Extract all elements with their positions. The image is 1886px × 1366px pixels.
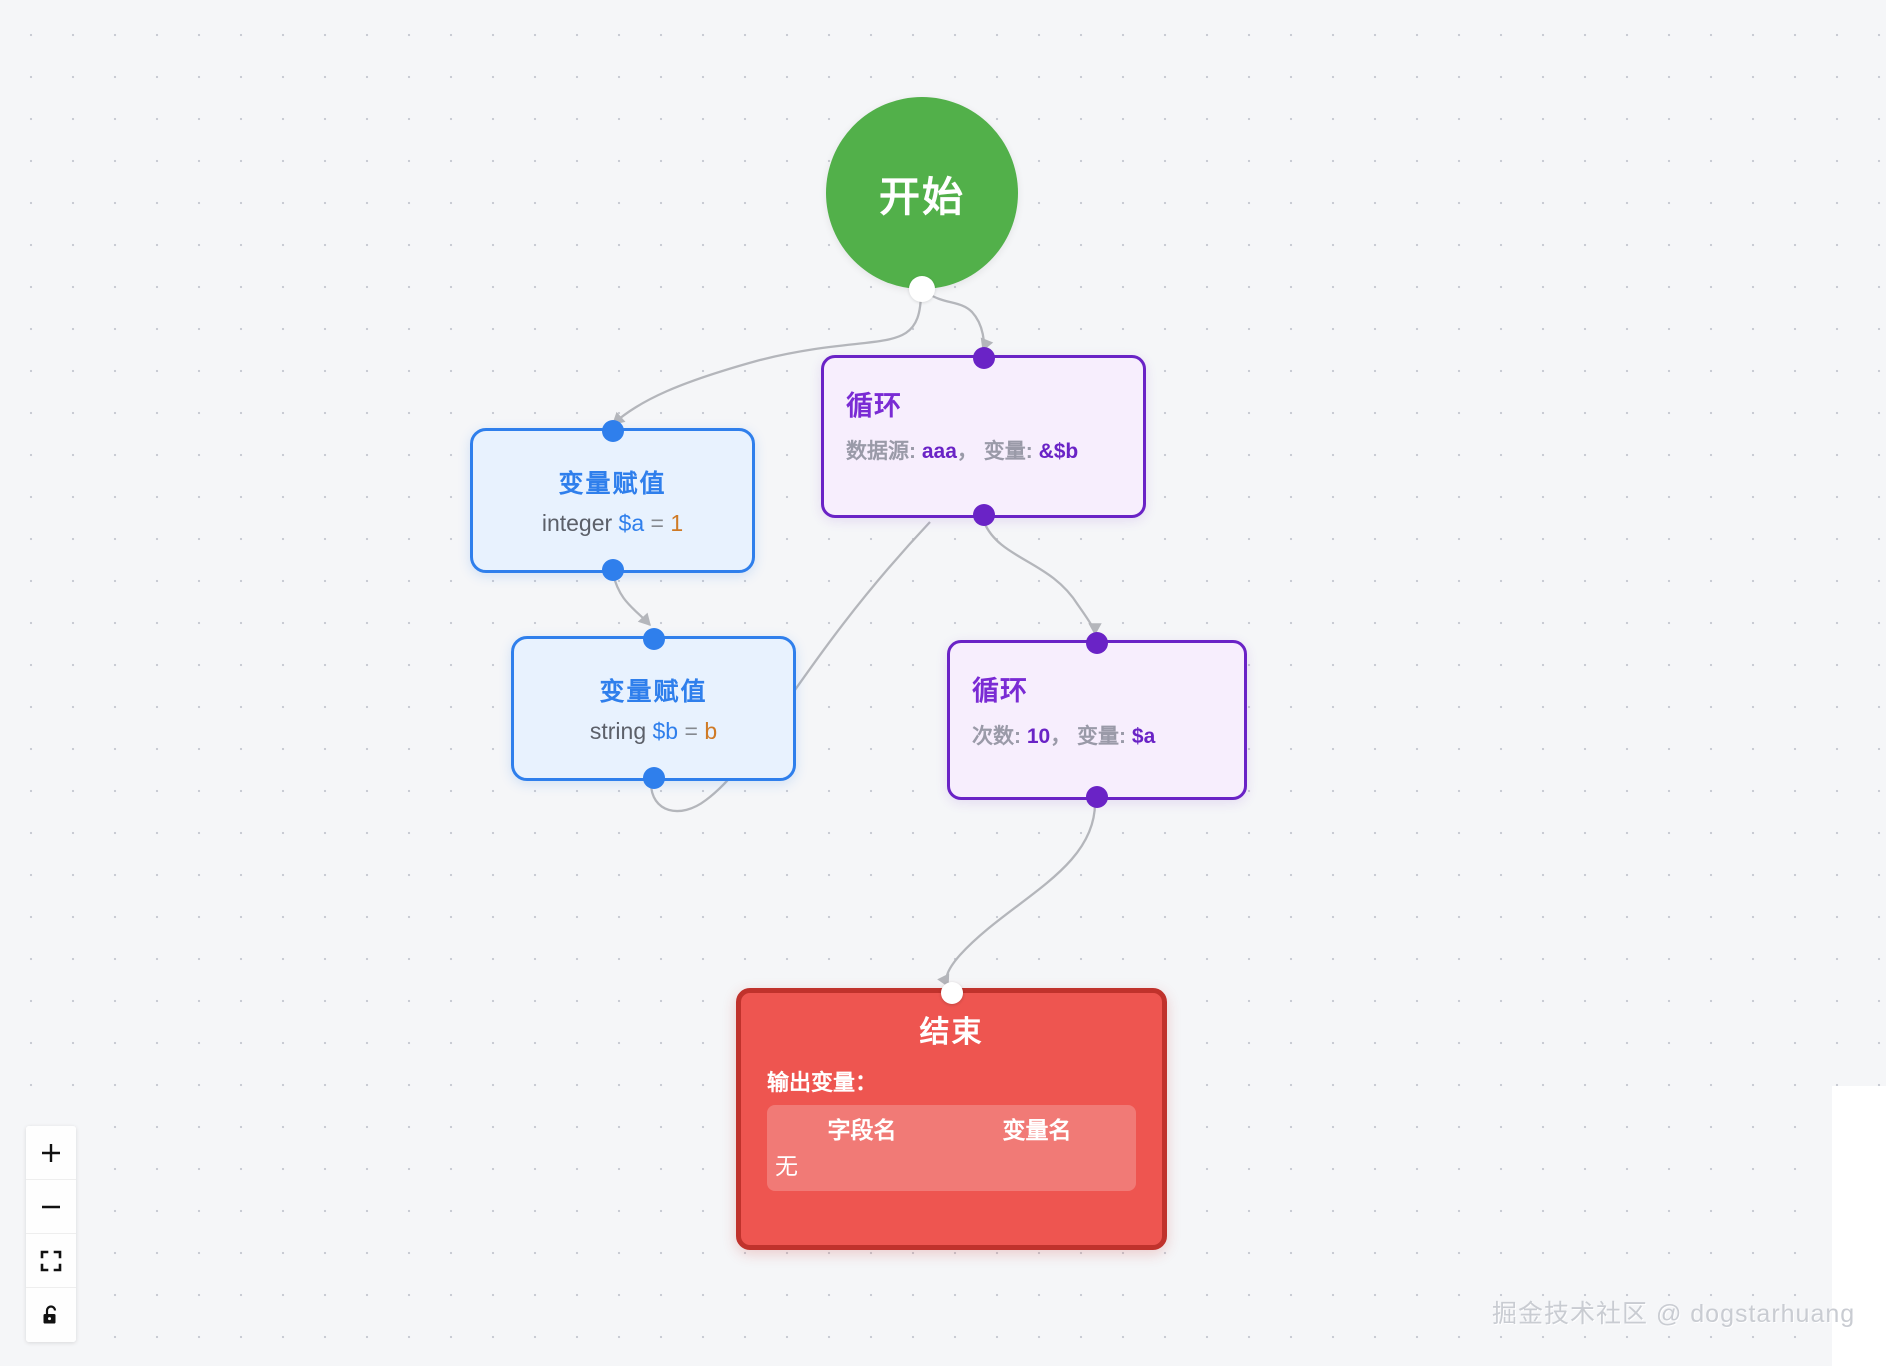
canvas-controls[interactable] (26, 1126, 76, 1342)
loop1-meta: 数据源: aaa， 变量: &$b (846, 435, 1121, 465)
assign2-equals: = (684, 718, 698, 744)
fit-view-icon (40, 1250, 62, 1272)
loop2-target-handle[interactable] (1086, 632, 1108, 654)
watermark: 掘金技术社区 @ dogstarhuang (1492, 1300, 1856, 1328)
loop1-value-1: aaa (921, 440, 957, 463)
node-variable-assign-1[interactable]: 变量赋值 integer $a = 1 (470, 420, 755, 581)
end-col-field: 字段名 (827, 1117, 897, 1143)
node-end[interactable]: 结束 输出变量： 字段名 变量名 无 (736, 982, 1167, 1250)
unlock-icon (40, 1304, 62, 1326)
loop2-title: 循环 (972, 676, 1028, 706)
node-loop-1[interactable]: 循环 数据源: aaa， 变量: &$b (821, 347, 1146, 526)
plus-icon (40, 1142, 62, 1164)
assign1-source-handle[interactable] (601, 559, 624, 581)
assign2-value: b (704, 718, 718, 744)
end-output-label: 输出变量： (767, 1070, 878, 1095)
end-title: 结束 (919, 1016, 984, 1049)
end-output-table: 字段名 变量名 无 (767, 1105, 1136, 1191)
assign2-type: string (589, 718, 647, 744)
node-start-source-handle[interactable] (909, 276, 935, 302)
assign1-value: 1 (670, 510, 684, 536)
loop1-label-1: 数据源: (846, 440, 916, 463)
assign1-title: 变量赋值 (558, 470, 667, 498)
zoom-out-button[interactable] (26, 1180, 76, 1234)
fit-view-button[interactable] (26, 1234, 76, 1288)
node-loop-2[interactable]: 循环 次数: 10， 变量: $a (947, 632, 1247, 808)
loop2-label-2: 变量: (1077, 725, 1127, 748)
end-col-variable: 变量名 (1002, 1117, 1072, 1143)
minus-icon (40, 1196, 62, 1218)
assign1-target-handle[interactable] (601, 420, 624, 442)
loop1-target-handle[interactable] (972, 347, 995, 369)
assign2-title: 变量赋值 (599, 678, 708, 706)
corner-panel (1832, 1086, 1886, 1366)
loop2-separator: ， (1050, 725, 1072, 748)
loop1-value-2: &$b (1038, 440, 1079, 463)
node-start-title: 开始 (879, 174, 965, 220)
assign1-type: integer (541, 510, 613, 536)
loop1-separator: ， (956, 440, 978, 463)
assign2-target-handle[interactable] (642, 628, 665, 650)
loop1-source-handle[interactable] (972, 504, 995, 526)
end-table-row: 无 (767, 1147, 1136, 1181)
zoom-in-button[interactable] (26, 1126, 76, 1180)
loop2-source-handle[interactable] (1086, 786, 1108, 808)
end-target-handle[interactable] (940, 982, 963, 1004)
loop2-value-1: 10 (1026, 725, 1051, 748)
end-cell-field: 无 (775, 1153, 798, 1179)
edge-start-to-loop1 (925, 291, 994, 352)
lock-button[interactable] (26, 1288, 76, 1342)
loop2-meta: 次数: 10， 变量: $a (972, 720, 1222, 750)
edge-loop2-to-end (937, 802, 1097, 988)
loop2-value-2: $a (1131, 725, 1156, 748)
assign1-variable: $a (618, 510, 645, 536)
loop1-title: 循环 (846, 391, 902, 421)
loop1-label-2: 变量: (983, 440, 1033, 463)
assign2-expression: string $b = b (590, 718, 717, 745)
node-start[interactable]: 开始 (826, 97, 1018, 302)
end-table-header: 字段名 变量名 (767, 1111, 1136, 1145)
edge-assign1-to-assign2 (611, 573, 651, 626)
assign1-equals: = (650, 510, 664, 536)
assign1-expression: integer $a = 1 (542, 510, 683, 537)
assign2-variable: $b (652, 718, 679, 744)
edge-loop1-to-loop2 (982, 521, 1102, 636)
loop2-label-1: 次数: (972, 725, 1021, 748)
node-variable-assign-2[interactable]: 变量赋值 string $b = b (511, 628, 796, 789)
assign2-source-handle[interactable] (642, 767, 665, 789)
